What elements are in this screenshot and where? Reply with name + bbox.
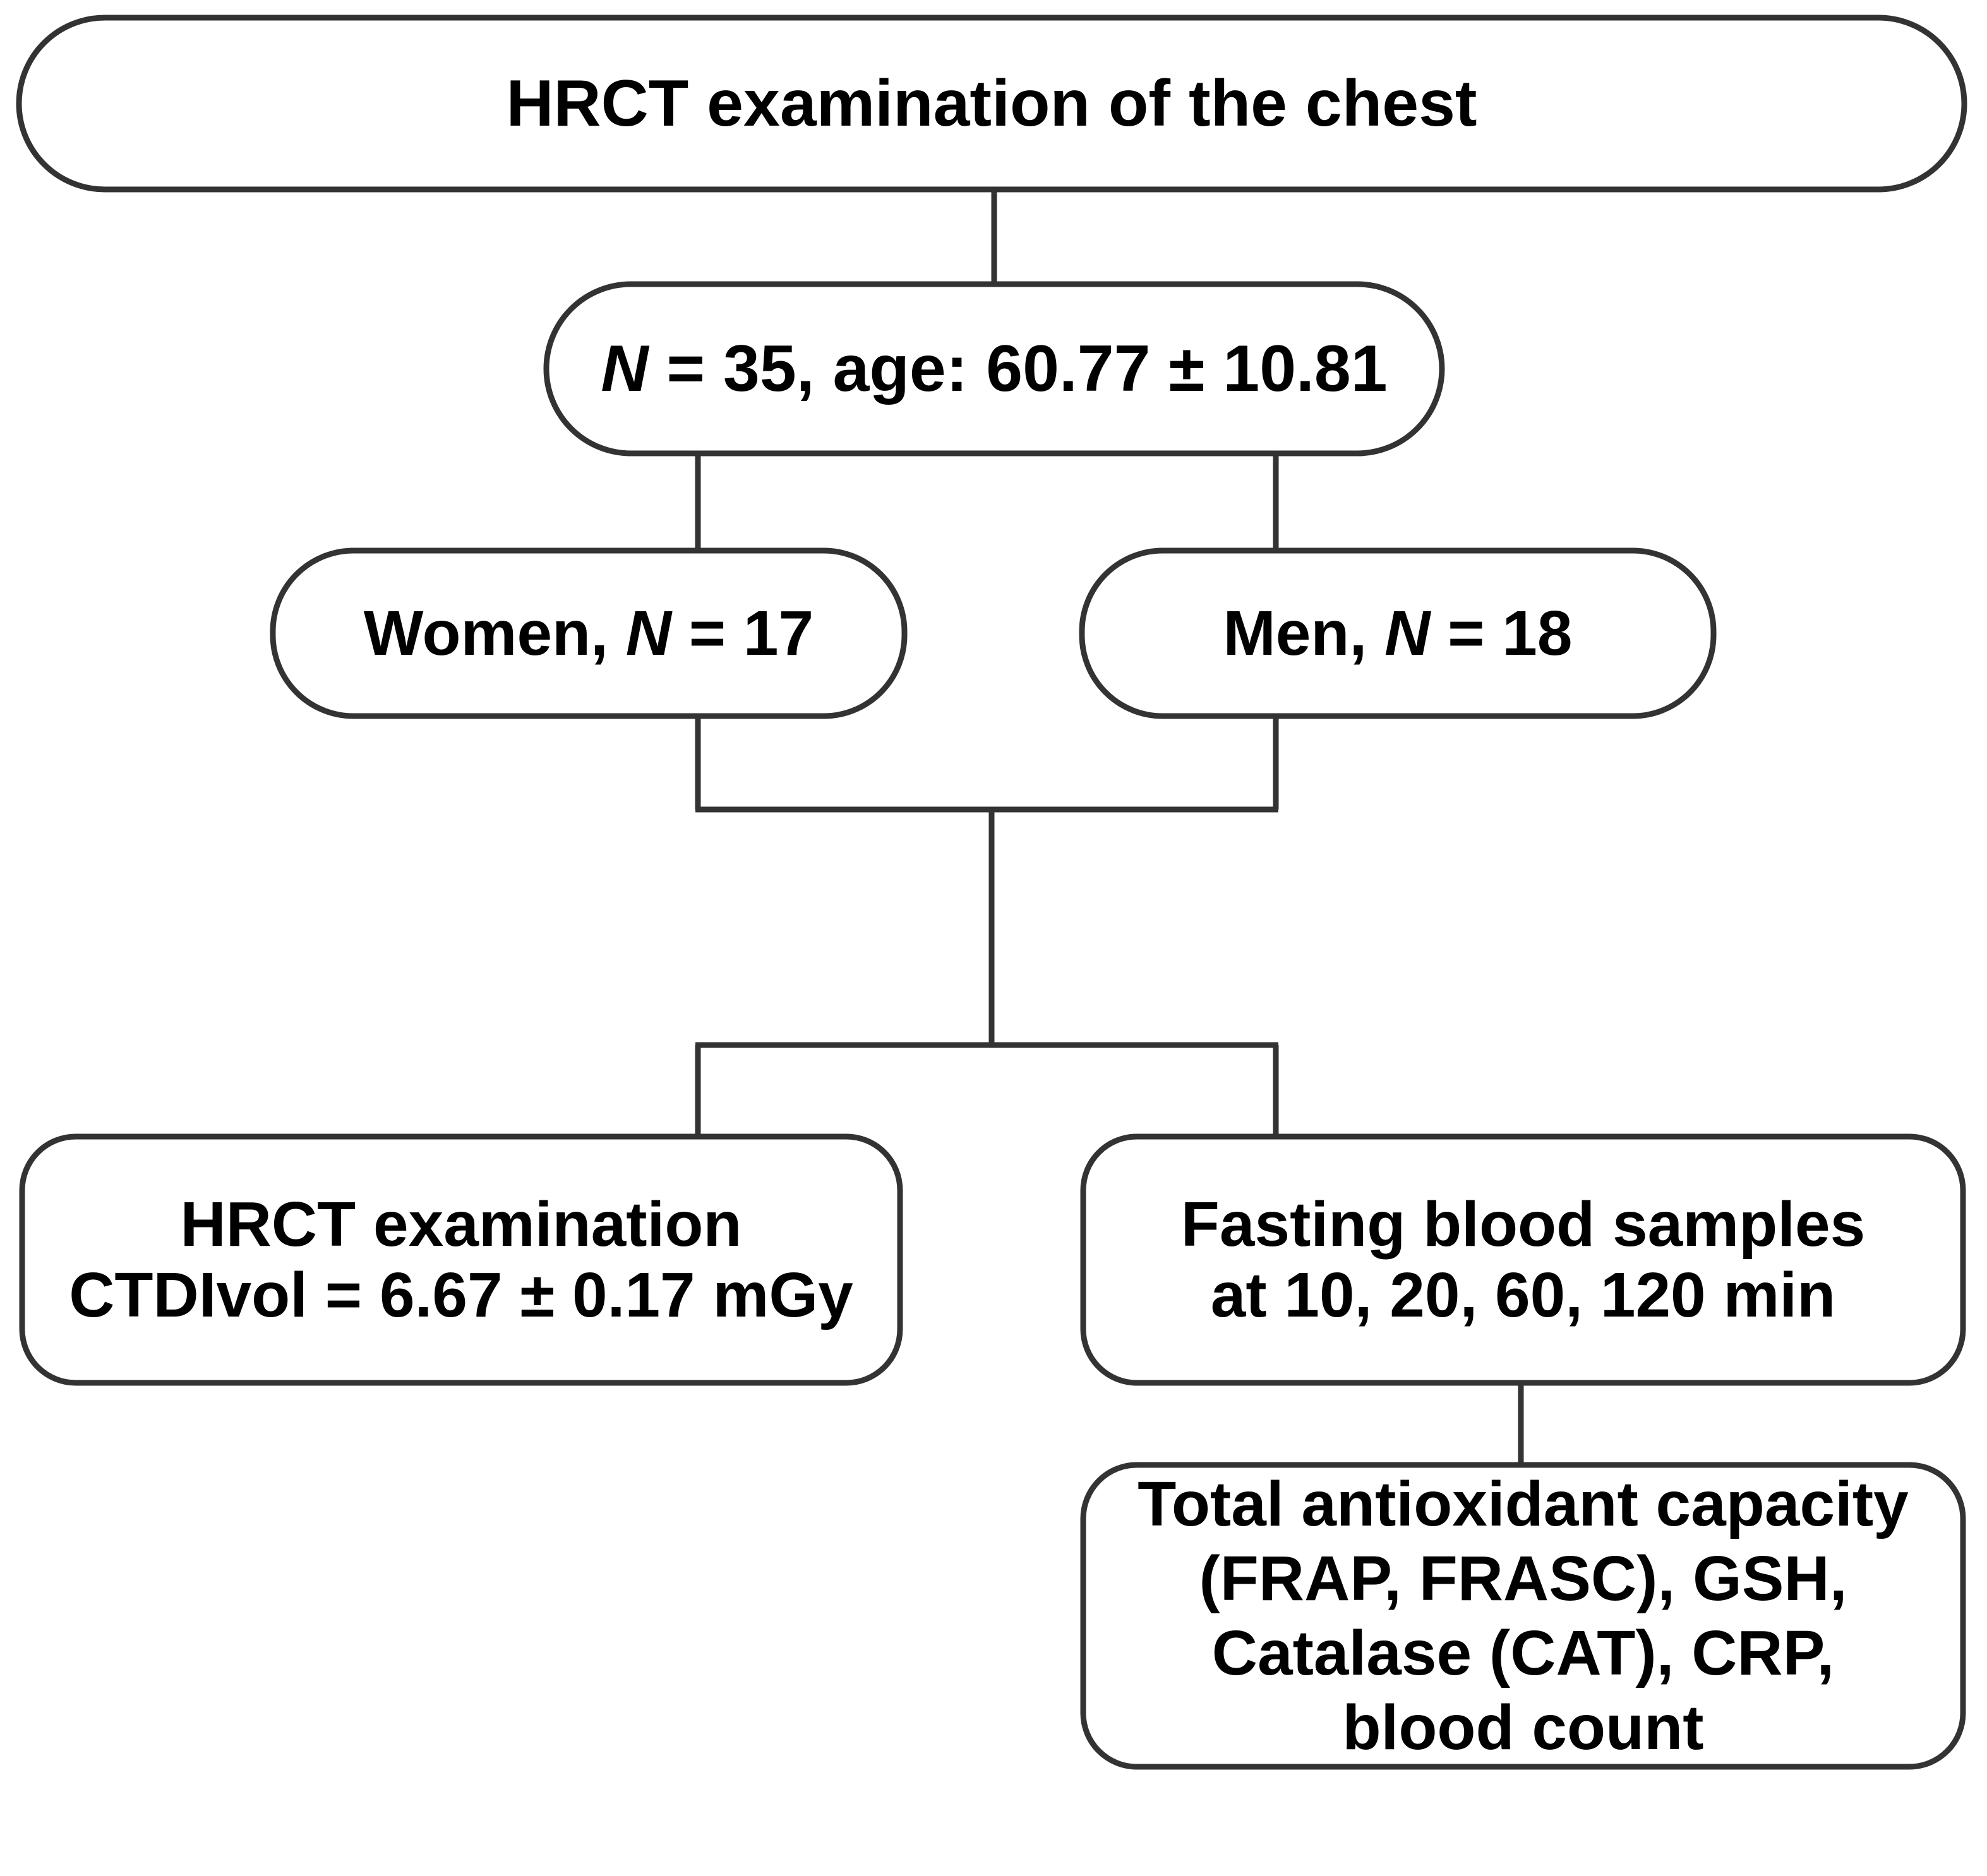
node-shape-blood-samples[interactable] <box>1080 1133 1966 1386</box>
node-shape-women[interactable] <box>270 547 908 719</box>
node-shape-men[interactable] <box>1079 547 1717 719</box>
connector-layer <box>695 189 1524 1465</box>
node-shape-layer <box>16 15 1967 1770</box>
node-shape-hrct-exam-chest[interactable] <box>16 15 1967 193</box>
node-shape-hrct-dose[interactable] <box>19 1133 903 1386</box>
node-shape-cohort[interactable] <box>543 281 1445 457</box>
node-shape-assays[interactable] <box>1080 1462 1966 1770</box>
